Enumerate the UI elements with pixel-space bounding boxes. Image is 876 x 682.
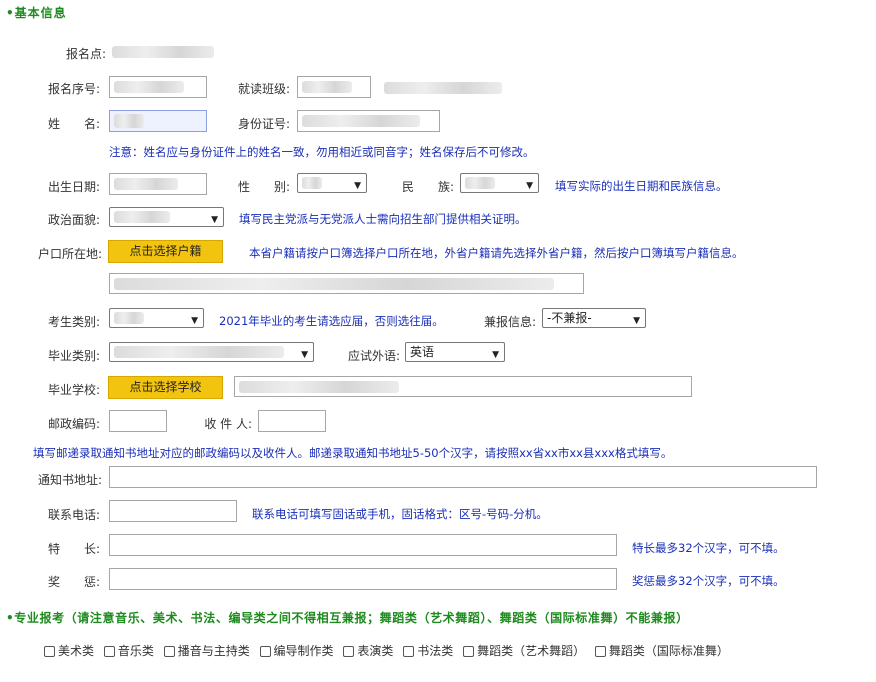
specialty-note: 特长最多32个汉字，可不填。 (632, 541, 785, 555)
major-option-art[interactable]: 美术类 (44, 644, 94, 658)
concurrent-info-value: -不兼报- (547, 311, 592, 325)
label-political-status: 政治面貌: (47, 213, 100, 227)
phone-input[interactable] (109, 500, 237, 522)
major-option-art-dance[interactable]: 舞蹈类（艺术舞蹈） (463, 644, 585, 658)
label-awards: 奖 惩: (47, 575, 100, 589)
label-notice-address: 通知书地址: (37, 473, 102, 487)
label-class: 就读班级: (237, 82, 290, 96)
label-household-registration: 户口所在地: (37, 247, 102, 261)
checkbox[interactable] (44, 646, 55, 657)
id-number-input[interactable] (297, 110, 440, 132)
candidate-category-note: 2021年毕业的考生请选应届，否则选往届。 (219, 314, 444, 328)
specialty-input[interactable] (109, 534, 617, 556)
label-candidate-category: 考生类别: (47, 315, 100, 329)
recipient-input[interactable] (258, 410, 326, 432)
checkbox[interactable] (463, 646, 475, 657)
phone-note: 联系电话可填写固话或手机，固话格式：区号-号码-分机。 (252, 507, 548, 521)
checkbox[interactable] (103, 646, 115, 657)
chevron-down-icon: ▼ (526, 181, 533, 191)
label-ethnicity: 民 族: (401, 180, 454, 194)
label-id-number: 身份证号: (237, 117, 290, 131)
name-note: 注意：姓名应与身份证件上的姓名一致，勿用相近或同音字；姓名保存后不可修改。 (109, 145, 535, 159)
label-recipient: 收 件 人: (204, 417, 252, 431)
chevron-down-icon: ▼ (492, 350, 499, 360)
label-specialty: 特 长: (47, 542, 100, 556)
chevron-down-icon: ▼ (633, 316, 640, 326)
label-name: 姓 名: (47, 117, 100, 131)
class-extra-value (384, 82, 502, 94)
checkbox[interactable] (594, 646, 606, 657)
ethnicity-select[interactable]: ▼ (460, 173, 539, 193)
name-input[interactable] (109, 110, 207, 132)
section-title-major-application: •专业报考（请注意音乐、美术、书法、编导类之间不得相互兼报；舞蹈类（艺术舞蹈）、… (6, 611, 689, 625)
section-title-basic-info: •基本信息 (6, 6, 67, 20)
select-school-button[interactable]: 点击选择学校 (108, 376, 223, 399)
label-concurrent-info: 兼报信息: (483, 315, 536, 329)
major-option-broadcasting[interactable]: 播音与主持类 (163, 644, 250, 658)
label-graduation-school: 毕业学校: (47, 383, 100, 397)
major-option-music[interactable]: 音乐类 (103, 644, 154, 658)
awards-note: 奖惩最多32个汉字，可不填。 (632, 574, 785, 588)
candidate-category-select[interactable]: ▼ (109, 308, 204, 328)
checkbox[interactable] (259, 646, 271, 657)
label-gender: 性 别: (237, 180, 290, 194)
school-name-input[interactable] (234, 376, 692, 397)
foreign-language-select[interactable]: 英语 ▼ (405, 342, 505, 362)
major-checkbox-row: 美术类 音乐类 播音与主持类 编导制作类 表演类 书法类 舞蹈类（艺术舞蹈） 舞… (44, 642, 735, 659)
checkbox[interactable] (163, 646, 175, 657)
checkbox[interactable] (343, 646, 355, 657)
select-household-button[interactable]: 点击选择户籍 (108, 240, 223, 263)
label-graduation-type: 毕业类别: (47, 349, 100, 363)
major-option-ballroom-dance[interactable]: 舞蹈类（国际标准舞） (594, 644, 729, 658)
household-detail-input[interactable] (109, 273, 584, 294)
birth-note: 填写实际的出生日期和民族信息。 (555, 179, 728, 193)
label-birth-date: 出生日期: (47, 180, 100, 194)
label-phone: 联系电话: (47, 508, 100, 522)
label-registration-number: 报名序号: (47, 82, 100, 96)
major-option-performance[interactable]: 表演类 (343, 644, 393, 658)
foreign-language-value: 英语 (410, 345, 435, 359)
postal-code-input[interactable] (109, 410, 167, 432)
major-option-directing[interactable]: 编导制作类 (259, 644, 334, 658)
household-note: 本省户籍请按户口簿选择户口所在地，外省户籍请先选择外省户籍，然后按户口簿填写户籍… (249, 246, 744, 260)
political-status-note: 填写民主党派与无党派人士需向招生部门提供相关证明。 (239, 212, 527, 226)
birth-date-input[interactable] (109, 173, 207, 195)
registration-number-input[interactable] (109, 76, 207, 98)
concurrent-info-select[interactable]: -不兼报- ▼ (542, 308, 646, 328)
gender-select[interactable]: ▼ (297, 173, 367, 193)
chevron-down-icon: ▼ (301, 350, 308, 360)
major-option-calligraphy[interactable]: 书法类 (403, 644, 453, 658)
political-status-select[interactable]: ▼ (109, 207, 224, 227)
graduation-type-select[interactable]: ▼ (109, 342, 314, 362)
label-foreign-language: 应试外语: (347, 349, 400, 363)
chevron-down-icon: ▼ (211, 215, 218, 225)
label-registration-site: 报名点: (65, 47, 106, 61)
checkbox[interactable] (403, 646, 415, 657)
registration-site-value (112, 46, 214, 58)
chevron-down-icon: ▼ (191, 316, 198, 326)
notice-address-input[interactable] (109, 466, 817, 488)
class-input[interactable] (297, 76, 371, 98)
awards-input[interactable] (109, 568, 617, 590)
mail-note: 填写邮递录取通知书地址对应的邮政编码以及收件人。邮递录取通知书地址5-50个汉字… (33, 446, 673, 460)
label-postal-code: 邮政编码: (47, 417, 100, 431)
chevron-down-icon: ▼ (354, 181, 361, 191)
